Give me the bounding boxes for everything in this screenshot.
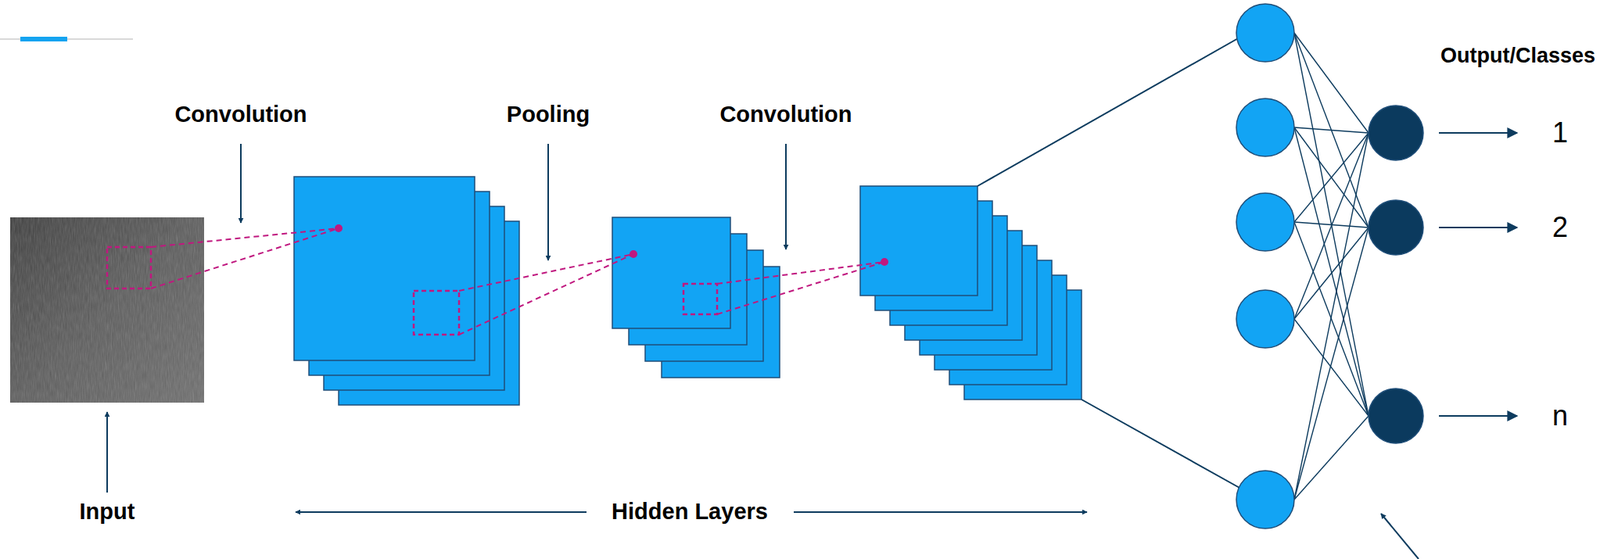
dense-link <box>1294 127 1369 417</box>
receptive-field <box>413 290 460 335</box>
dense-link <box>1294 132 1369 500</box>
feature-map <box>294 176 475 361</box>
class-number: 1 <box>1552 116 1568 149</box>
receptive-field <box>683 283 718 315</box>
dense-neuron <box>1236 193 1295 252</box>
pointer-arrow <box>106 412 108 493</box>
span-label: Hidden Layers <box>611 498 768 525</box>
receptive-field <box>107 247 151 289</box>
dense-link <box>1294 132 1369 223</box>
dense-link <box>1294 32 1369 228</box>
dense-neuron <box>1236 98 1295 157</box>
output-arrow <box>1438 226 1518 229</box>
projection-line <box>717 261 885 284</box>
pointer-arrow <box>1381 513 1419 559</box>
dense-link <box>1294 132 1369 320</box>
pointer-arrow <box>785 143 787 250</box>
dense-link <box>1294 127 1369 228</box>
projection-dot <box>629 250 638 259</box>
dense-link <box>1294 227 1369 320</box>
output-arrow <box>1438 415 1518 417</box>
class-number: n <box>1552 399 1568 432</box>
dense-link <box>1294 32 1369 417</box>
flatten-line <box>977 37 1240 187</box>
dense-link <box>1294 319 1369 417</box>
projection-line <box>150 228 339 289</box>
layer-label: Pooling <box>506 101 590 128</box>
feature-map <box>860 186 978 296</box>
pointer-arrow <box>547 143 549 261</box>
output-heading: Output/Classes <box>1440 43 1596 69</box>
dense-link <box>1294 416 1369 500</box>
dense-neuron <box>1236 3 1295 62</box>
projection-dot <box>880 258 889 266</box>
title-accent <box>20 36 68 42</box>
projection-line <box>459 254 634 291</box>
layer-label: Convolution <box>174 101 307 128</box>
projection-line <box>150 228 339 248</box>
span-arrow <box>793 511 1087 514</box>
dense-neuron <box>1236 290 1295 348</box>
class-number: 2 <box>1552 211 1568 244</box>
dense-link <box>1294 127 1369 133</box>
dense-link <box>1294 32 1369 133</box>
output-neuron <box>1368 388 1424 444</box>
dense-neuron <box>1236 470 1295 529</box>
span-arrow <box>295 511 587 514</box>
layer-label: Convolution <box>719 101 852 128</box>
output-arrow <box>1438 132 1518 134</box>
projection-line <box>717 261 885 315</box>
output-neuron <box>1368 200 1424 255</box>
feature-map <box>612 217 731 329</box>
projection-line <box>459 254 634 335</box>
pointer-arrow <box>240 143 242 223</box>
output-neuron <box>1368 105 1424 161</box>
input-label: Input <box>79 498 136 525</box>
flatten-line <box>1081 399 1242 489</box>
dense-link <box>1294 227 1369 500</box>
projection-dot <box>334 224 343 233</box>
